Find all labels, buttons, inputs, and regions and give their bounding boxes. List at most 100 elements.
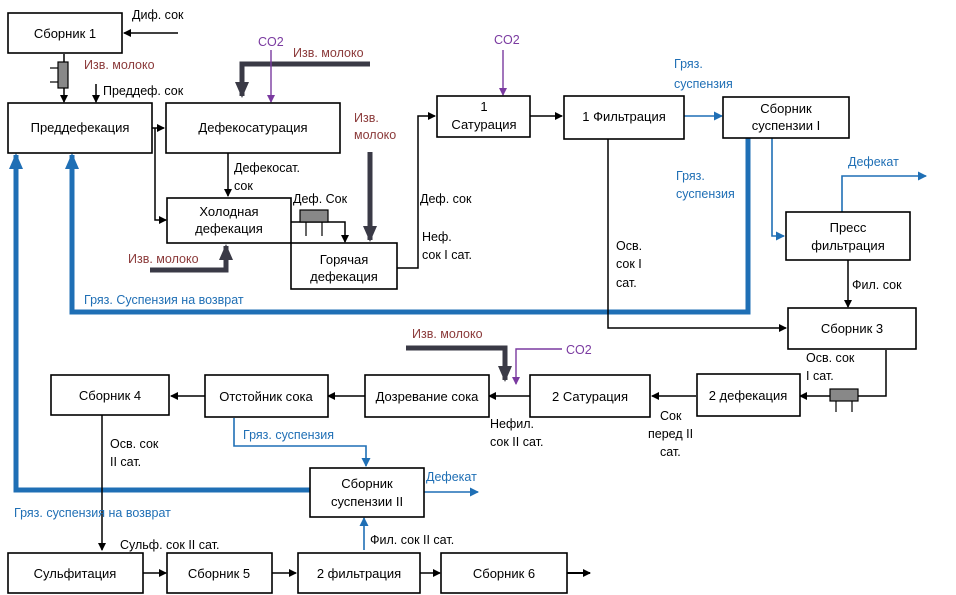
box-label: 1 Фильтрация: [582, 109, 666, 124]
label-osv-2: сок I: [616, 257, 642, 271]
box-label: Дозревание сока: [376, 389, 480, 404]
box-filtraciya-1[interactable]: 1 Фильтрация: [563, 95, 685, 140]
box-label: 2 Сатурация: [552, 389, 628, 404]
label-nefil-2: сок II сат.: [490, 435, 543, 449]
label-defekat-2: Дефекат: [426, 470, 477, 484]
label-defekosat-1: Дефекосат.: [234, 161, 300, 175]
box-sbornik-6[interactable]: Сборник 6: [440, 552, 568, 594]
heat-exchanger-icon-2: [299, 209, 329, 236]
label-co2-3: CO2: [566, 343, 592, 357]
label-co2-1: CO2: [258, 35, 284, 49]
flow-filt1-sb3: [607, 139, 787, 332]
label-sok-pered-3: сат.: [660, 445, 681, 459]
box-label: Пресс: [830, 220, 867, 235]
box-otstoinik-soka[interactable]: Отстойник сока: [204, 374, 329, 418]
flow-pred-cold: [154, 128, 167, 224]
box-goryachaya-defekaciya[interactable]: Горячая дефекация: [290, 242, 398, 290]
label-gryaz-susp-2a: Гряз.: [676, 169, 705, 183]
lime-milk-flow-sat2: [406, 345, 512, 382]
box-label: дефекация: [310, 269, 378, 284]
label-sulf-sok: Сульф. сок II сат.: [120, 538, 219, 552]
label-osv-ii-2: II сат.: [110, 455, 141, 469]
box-label: Сборник 5: [188, 566, 250, 581]
label-preddef-sok: Преддеф. сок: [103, 84, 184, 98]
lime-milk-flow-defekosat: [235, 61, 370, 98]
label-gryaz-vozvrat-2: Гряз. суспензия на возврат: [14, 506, 171, 520]
box-label: Сборник 3: [821, 321, 883, 336]
box-label: 1: [480, 99, 487, 114]
box-filtraciya-2[interactable]: 2 фильтрация: [297, 552, 421, 594]
return-suspension-2: [9, 153, 310, 493]
box-saturaciya-2[interactable]: 2 Сатурация: [529, 374, 651, 418]
box-defekaciya-2[interactable]: 2 дефекация: [696, 373, 801, 417]
box-press-filtraciya[interactable]: Пресс фильтрация: [785, 211, 911, 261]
label-defekosat-2: сок: [234, 179, 253, 193]
box-sbornik-3[interactable]: Сборник 3: [787, 307, 917, 350]
flow-sb3-def2: [799, 350, 887, 400]
box-saturaciya-1[interactable]: 1 Сатурация: [436, 95, 531, 138]
label-sok-pered-2: перед II: [648, 427, 693, 441]
box-label: 2 дефекация: [709, 388, 788, 403]
box-label: Сборник: [341, 476, 393, 491]
label-osv-ii-1: Осв. сок: [110, 437, 159, 451]
label-gryaz-susp-1b: суспензия: [674, 77, 733, 91]
box-label: Сборник: [760, 101, 812, 116]
return-suspension-1: [65, 138, 751, 315]
label-izv-moloko-4: Изв. молоко: [128, 252, 199, 266]
box-sbornik-suspenzii-1[interactable]: Сборник суспензии I: [722, 96, 850, 139]
label-gryaz-susp-1a: Гряз.: [674, 57, 703, 71]
label-nefil-1: Нефил.: [490, 417, 534, 431]
label-co2-2: CO2: [494, 33, 520, 47]
label-osv-sok-i-2: I сат.: [806, 369, 834, 383]
label-izv-moloko-2: Изв. молоко: [293, 46, 364, 60]
flow-otst-susp2: [233, 418, 371, 467]
box-label: Сборник 1: [34, 26, 96, 41]
label-defekat-1: Дефекат: [848, 155, 899, 169]
box-sbornik-suspenzii-2[interactable]: Сборник суспензии II: [309, 467, 425, 518]
box-label: 2 фильтрация: [317, 566, 401, 581]
box-label: Горячая: [320, 252, 369, 267]
box-label: Преддефекация: [31, 120, 130, 135]
label-nef-2: сок I сат.: [422, 248, 472, 262]
label-dif-sok: Диф. сок: [132, 8, 184, 22]
box-label: Дефекосатурация: [198, 120, 307, 135]
heat-exchanger-icon-1: [50, 61, 69, 89]
box-sbornik-5[interactable]: Сборник 5: [166, 552, 273, 594]
label-osv-3: сат.: [616, 276, 637, 290]
box-sbornik-1[interactable]: Сборник 1: [7, 12, 123, 54]
label-fil-sok-ii: Фил. сок II сат.: [370, 533, 454, 547]
box-label: Сатурация: [451, 117, 516, 132]
label-fil-sok: Фил. сок: [852, 278, 902, 292]
label-nef-1: Неф.: [422, 230, 452, 244]
box-label: Сульфитация: [34, 566, 117, 581]
box-sulfitaciya[interactable]: Сульфитация: [7, 552, 144, 594]
box-label: фильтрация: [811, 238, 884, 253]
box-label: суспензии II: [331, 494, 403, 509]
box-label: Сборник 6: [473, 566, 535, 581]
label-osv-sok-i-1: Осв. сок: [806, 351, 855, 365]
box-label: Отстойник сока: [219, 389, 313, 404]
box-label: Сборник 4: [79, 388, 141, 403]
label-gryaz-vozvrat-1: Гряз. Суспензия на возврат: [84, 293, 244, 307]
label-izv-moloko-1: Изв. молоко: [84, 58, 155, 72]
flow-susp1-press: [771, 138, 785, 241]
box-label: суспензии I: [752, 118, 821, 133]
lime-milk-flow-cold: [150, 244, 233, 273]
box-label: дефекация: [195, 221, 263, 236]
flow-cold-hot: [291, 221, 349, 243]
label-gryaz-susp-3: Гряз. суспензия: [243, 428, 334, 442]
label-def-sok-2: Деф. сок: [420, 192, 472, 206]
heat-exchanger-icon-3: [829, 388, 859, 412]
flow-hot-sat1: [397, 112, 436, 269]
box-dozrevanie-soka[interactable]: Дозревание сока: [364, 374, 490, 418]
box-defekosaturaciya[interactable]: Дефекосатурация: [165, 102, 341, 154]
label-gryaz-susp-2b: суспензия: [676, 187, 735, 201]
label-izv-3b: молоко: [354, 128, 396, 142]
box-sbornik-4[interactable]: Сборник 4: [50, 374, 170, 416]
co2-flow-3: [512, 348, 562, 385]
box-holodnaya-defekaciya[interactable]: Холодная дефекация: [166, 197, 292, 244]
label-def-sok: Деф. Сок: [293, 192, 348, 206]
box-preddefekaciya[interactable]: Преддефекация: [7, 102, 153, 154]
label-izv-moloko-5: Изв. молоко: [412, 327, 483, 341]
